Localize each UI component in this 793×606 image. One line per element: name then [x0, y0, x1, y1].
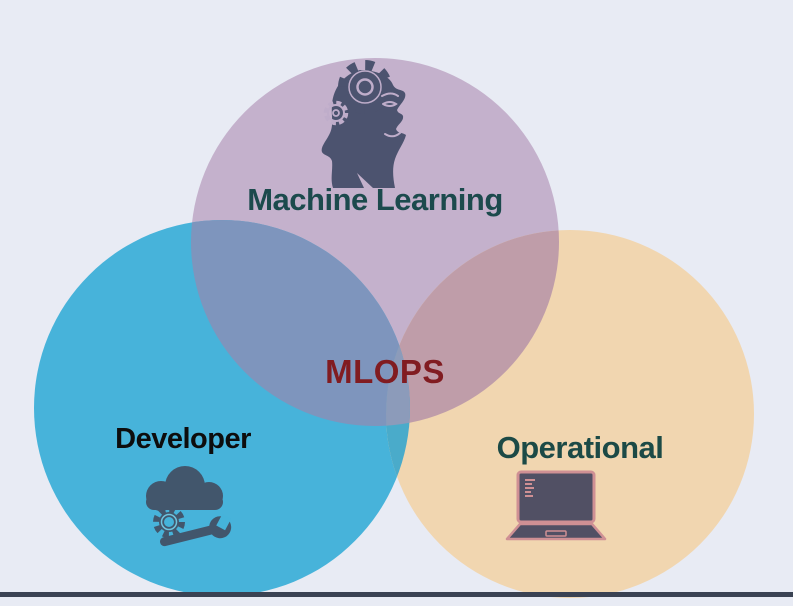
cloud-shape — [146, 466, 223, 511]
laptop-icon — [505, 470, 607, 541]
laptop-touchpad — [545, 530, 567, 537]
developer-label: Developer — [115, 423, 251, 455]
big-gear — [338, 60, 392, 114]
bottom-divider — [0, 592, 793, 597]
laptop-code-lines — [525, 479, 535, 497]
wrench — [159, 514, 232, 547]
operational-label: Operational — [496, 430, 664, 465]
center-label: MLOPS — [325, 353, 445, 390]
cloud-gear-wrench-icon — [146, 466, 232, 547]
machine-learning-label: Machine Learning — [247, 182, 503, 217]
small-gear — [323, 100, 349, 126]
laptop-screen — [516, 470, 596, 524]
dev-gear — [153, 506, 185, 538]
face-details — [381, 92, 401, 138]
head-with-gears-icon — [321, 60, 406, 188]
